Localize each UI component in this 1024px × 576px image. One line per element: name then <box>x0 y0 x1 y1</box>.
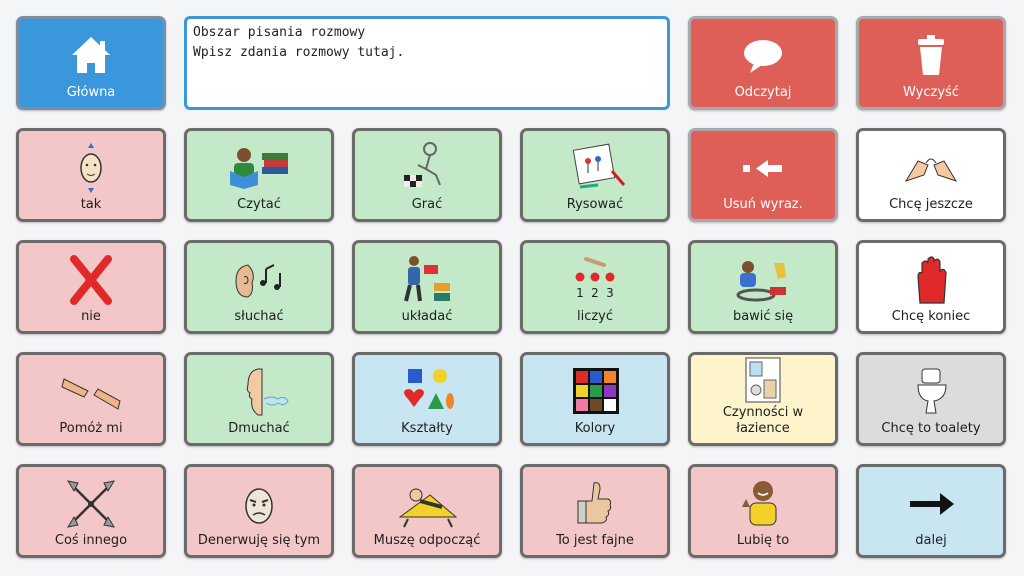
tile-label: Dmuchać <box>228 421 290 436</box>
tile-to-jest-fajne[interactable]: To jest fajne <box>520 464 670 558</box>
tile-grac[interactable]: Grać <box>352 128 502 222</box>
clear-label: Wyczyść <box>903 85 959 100</box>
speak-button[interactable]: Odczytaj <box>688 16 838 110</box>
more-sign-icon <box>894 141 968 195</box>
tile-denerwuje-sie[interactable]: Denerwuję się tym <box>184 464 334 558</box>
speech-bubble-icon <box>726 29 800 83</box>
tile-musze-odpoczac[interactable]: Muszę odpocząć <box>352 464 502 558</box>
resting-icon <box>390 477 464 531</box>
tile-label: To jest fajne <box>556 533 634 548</box>
house-icon <box>54 29 128 83</box>
tile-label: układać <box>401 309 453 324</box>
count-2: 2 <box>591 286 599 300</box>
tile-czytac[interactable]: Czytać <box>184 128 334 222</box>
tile-label: liczyć <box>576 309 614 324</box>
toilet-icon <box>894 365 968 419</box>
listening-icon <box>222 253 296 307</box>
tile-label: słuchać <box>234 309 284 324</box>
nodding-face-icon <box>54 141 128 195</box>
tile-chce-koniec[interactable]: Chcę koniec <box>856 240 1006 334</box>
tile-label: Coś innego <box>54 533 128 548</box>
tile-label: Muszę odpocząć <box>373 533 481 548</box>
trash-icon <box>894 29 968 83</box>
home-label: Główna <box>66 85 116 100</box>
home-button[interactable]: Główna <box>16 16 166 110</box>
next-button[interactable]: dalej <box>856 464 1006 558</box>
tile-label: Czytać <box>237 197 281 212</box>
playing-icon <box>726 253 800 307</box>
tile-label: tak <box>80 197 102 212</box>
tile-label: Grać <box>411 197 443 212</box>
blowing-icon <box>222 365 296 419</box>
tile-label: nie <box>81 309 101 324</box>
drawing-icon <box>558 141 632 195</box>
reading-icon <box>222 141 296 195</box>
tile-ksztalty[interactable]: Kształty <box>352 352 502 446</box>
tile-bawic-sie[interactable]: bawić się <box>688 240 838 334</box>
color-grid-icon <box>558 365 632 419</box>
happy-person-icon <box>726 477 800 531</box>
speak-label: Odczytaj <box>734 85 792 100</box>
bathroom-icon <box>726 357 800 403</box>
count-3: 3 <box>606 286 614 300</box>
tile-sluchac[interactable]: słuchać <box>184 240 334 334</box>
red-x-icon <box>54 253 128 307</box>
tile-label: Denerwuję się tym <box>197 533 321 548</box>
tile-tak[interactable]: tak <box>16 128 166 222</box>
arrow-right-icon <box>894 477 968 531</box>
tile-label: Czynności w łazience <box>722 405 804 436</box>
tile-label: Pomóż mi <box>59 421 123 436</box>
tile-pomoz-mi[interactable]: Pomóż mi <box>16 352 166 446</box>
tile-label: dalej <box>915 533 947 548</box>
tile-ukladac[interactable]: układać <box>352 240 502 334</box>
tile-chce-do-toalety[interactable]: Chcę to toalety <box>856 352 1006 446</box>
tile-label: Usuń wyraz. <box>723 197 803 212</box>
message-input[interactable]: Obszar pisania rozmowy Wpisz zdania rozm… <box>184 16 670 110</box>
game-board-icon <box>390 141 464 195</box>
stop-hand-icon <box>894 253 968 307</box>
tile-lubie-to[interactable]: Lubię to <box>688 464 838 558</box>
tile-kolory[interactable]: Kolory <box>520 352 670 446</box>
tile-chce-jeszcze[interactable]: Chcę jeszcze <box>856 128 1006 222</box>
helping-hands-icon <box>54 365 128 419</box>
tile-label: Chcę to toalety <box>881 421 981 436</box>
tile-dmuchac[interactable]: Dmuchać <box>184 352 334 446</box>
shapes-icon <box>390 365 464 419</box>
clear-button[interactable]: Wyczyść <box>856 16 1006 110</box>
tile-rysowac[interactable]: Rysować <box>520 128 670 222</box>
stacking-icon <box>390 253 464 307</box>
tile-cos-innego[interactable]: Coś innego <box>16 464 166 558</box>
tile-label: Lubię to <box>736 533 790 548</box>
thumbs-up-icon <box>558 477 632 531</box>
tile-czynnosci-w-lazience[interactable]: Czynności w łazience <box>688 352 838 446</box>
scatter-arrows-icon <box>54 477 128 531</box>
delete-word-icon <box>726 141 800 195</box>
message-line-1: Obszar pisania rozmowy <box>193 25 366 40</box>
count-1: 1 <box>576 286 584 300</box>
tile-label: Kształty <box>401 421 453 436</box>
tile-label: bawić się <box>732 309 794 324</box>
tile-label: Chcę koniec <box>891 309 971 324</box>
tile-label: Kolory <box>574 421 616 436</box>
tile-label: Rysować <box>566 197 624 212</box>
annoyed-face-icon <box>222 487 296 531</box>
message-line-2: Wpisz zdania rozmowy tutaj. <box>193 45 405 60</box>
tile-nie[interactable]: nie <box>16 240 166 334</box>
delete-word-button[interactable]: Usuń wyraz. <box>688 128 838 222</box>
tile-label: Chcę jeszcze <box>889 197 973 212</box>
